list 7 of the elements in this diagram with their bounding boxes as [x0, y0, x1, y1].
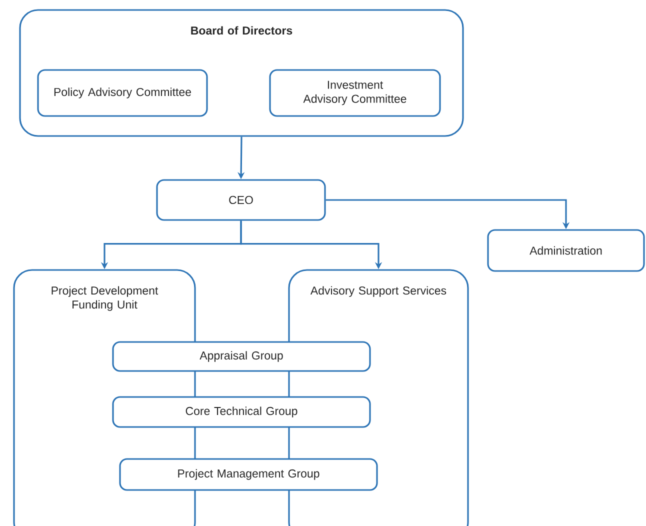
- committee-box: Policy Advisory Committee: [37, 69, 208, 117]
- group-box: Core Technical Group: [112, 396, 371, 428]
- committee-box: Investment Advisory Committee: [269, 69, 441, 117]
- role-box: Administration: [487, 229, 645, 272]
- group-box: Appraisal Group: [112, 341, 371, 372]
- group-box: Project Management Group: [119, 458, 378, 491]
- role-box: CEO: [156, 179, 326, 221]
